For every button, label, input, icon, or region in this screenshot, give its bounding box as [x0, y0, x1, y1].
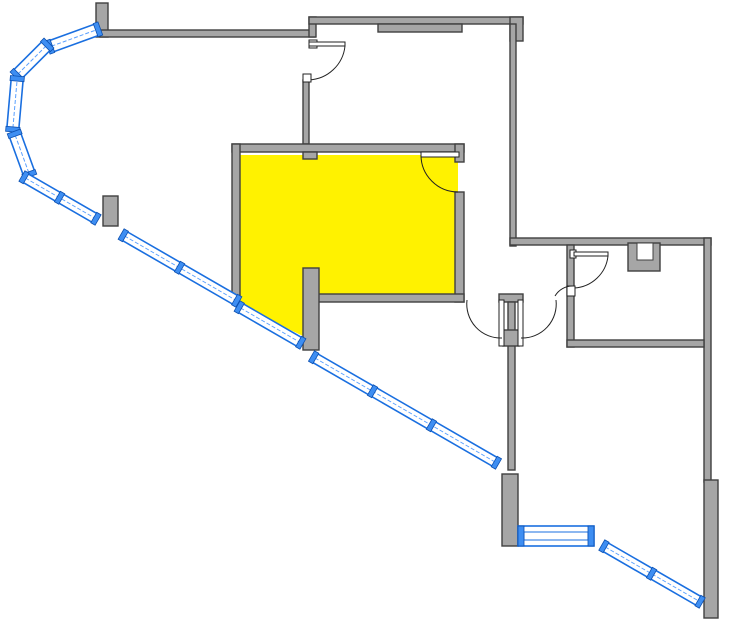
windows — [5, 21, 706, 609]
window-sw-1 — [18, 170, 102, 226]
wall-north-right — [308, 16, 524, 25]
wall-small-room-south — [566, 339, 705, 348]
window-sw-3 — [233, 300, 307, 350]
door-double-right[interactable] — [517, 299, 557, 347]
wall-room-stub — [302, 151, 318, 160]
wall-central-column — [507, 301, 516, 471]
wall-mid-horizontal — [509, 237, 712, 246]
wall-north-left — [99, 29, 316, 38]
highlighted-room[interactable] — [240, 155, 458, 336]
door-north[interactable] — [302, 39, 346, 83]
window-sw-2 — [117, 228, 243, 308]
wall-east-upper — [509, 23, 517, 247]
wall-room-north — [231, 143, 465, 153]
door-double-left[interactable] — [466, 299, 505, 347]
wall-room-west — [231, 143, 241, 300]
door-small-room-upper[interactable] — [569, 249, 609, 289]
wall-room-column — [302, 267, 320, 351]
window-se — [598, 539, 706, 609]
door-small-room-lower[interactable] — [554, 285, 576, 297]
wall-room-east-lower — [454, 191, 465, 303]
window-south — [517, 525, 595, 547]
wall-central-pier — [502, 329, 520, 347]
walls — [95, 2, 719, 619]
wall-room-south — [317, 293, 465, 303]
wall-far-east — [703, 237, 712, 483]
door-room-east[interactable] — [420, 151, 460, 193]
window-nw-2 — [9, 37, 55, 83]
shaft-void — [636, 242, 654, 261]
doors — [302, 39, 609, 347]
wall-north-niche — [377, 23, 463, 33]
window-sw-4 — [307, 350, 503, 470]
window-nw-1 — [44, 21, 104, 55]
wall-sw-stub — [102, 195, 119, 227]
window-w-1 — [5, 75, 25, 133]
wall-south-pier — [501, 473, 519, 547]
wall-partition-upper — [302, 79, 310, 145]
window-w-2 — [6, 128, 38, 180]
wall-se-pier — [703, 479, 719, 619]
